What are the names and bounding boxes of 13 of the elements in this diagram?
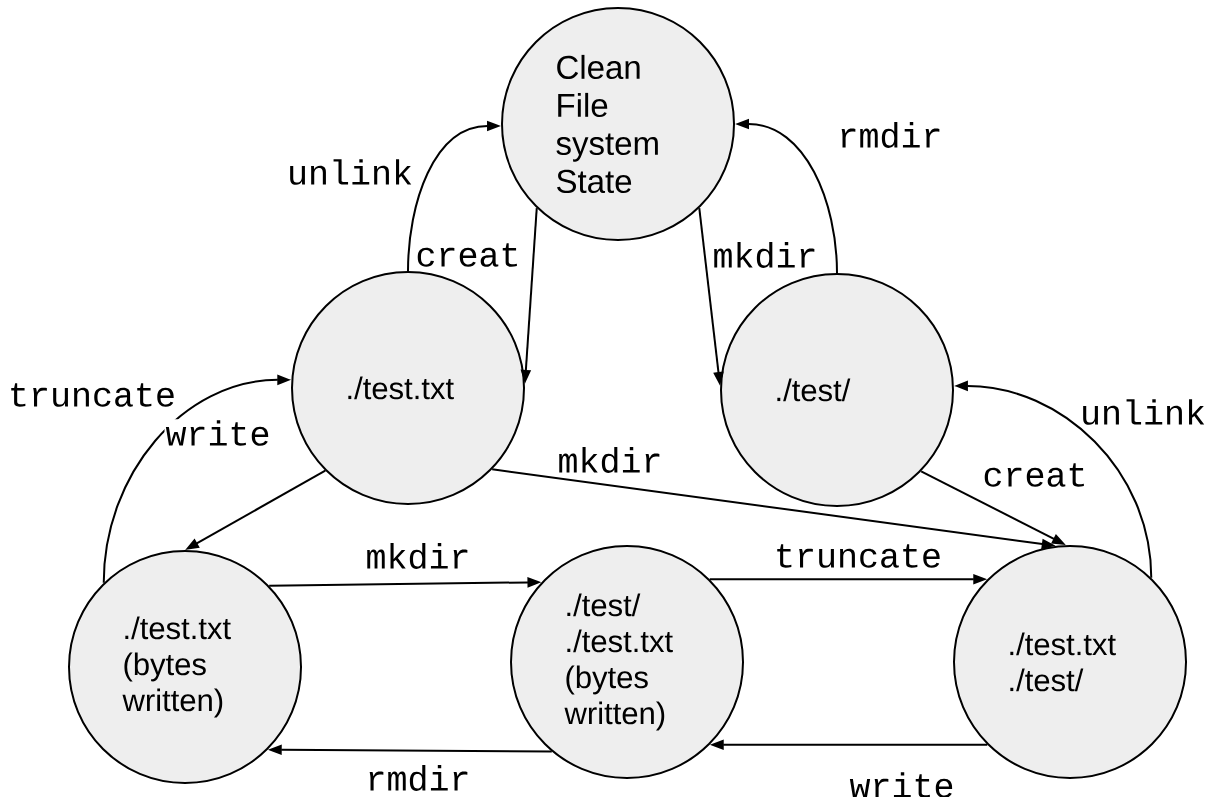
edge-label: mkdir — [711, 241, 819, 269]
edge-label: creat — [414, 242, 522, 268]
edge-label: write — [848, 771, 956, 797]
edge-label: rmdir — [364, 764, 472, 792]
edge-label: unlink — [1079, 398, 1207, 426]
edge-label: truncate — [773, 543, 943, 569]
edge-label: mkdir — [556, 446, 664, 474]
edge-label: unlink — [286, 158, 414, 186]
edge-label: creat — [981, 462, 1089, 488]
edge-label: rmdir — [836, 121, 944, 149]
edge-label: mkdir — [364, 542, 472, 570]
edge-label: write — [164, 419, 272, 447]
edge-label: truncate — [7, 382, 177, 408]
